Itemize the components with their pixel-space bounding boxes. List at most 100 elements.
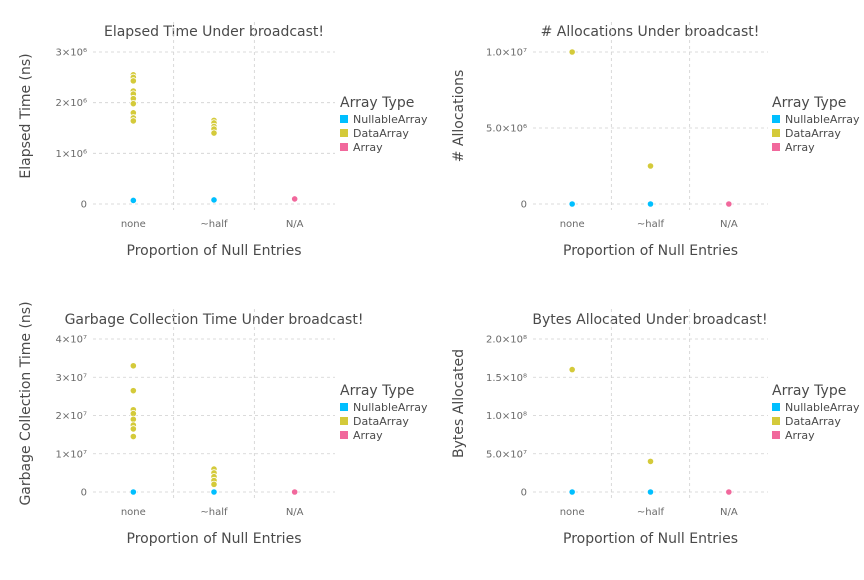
x-tick-label: ~half	[637, 219, 665, 230]
x-tick-label: ~half	[200, 219, 228, 230]
chart-panel-1: Elapsed Time Under broadcast! 0 1×10⁶ 2×10⁶…	[18, 22, 428, 259]
legend-title: Array Type	[340, 383, 414, 399]
y-tick-label: 1.0×10⁸	[486, 411, 527, 422]
data-point	[129, 387, 137, 395]
legend-swatch	[772, 143, 780, 151]
data-point	[129, 432, 137, 441]
series-Array	[725, 200, 733, 208]
x-tick-label: N/A	[286, 507, 304, 518]
data-point	[129, 196, 137, 205]
legend-swatch	[340, 431, 348, 439]
chart-title: # Allocations Under broadcast!	[541, 24, 760, 40]
data-point	[568, 488, 576, 496]
y-axis-label: # Allocations	[451, 70, 467, 163]
data-point	[129, 425, 137, 433]
chart-panel-2: # Allocations Under broadcast! 0 5.0×10⁶ 1.…	[451, 22, 860, 259]
y-tick-label: 2.0×10⁸	[486, 335, 527, 346]
series-Array	[291, 488, 299, 496]
legend-label: DataArray	[785, 415, 841, 428]
data-point	[646, 200, 655, 208]
legend-swatch	[772, 115, 780, 123]
series-NullableArray	[129, 488, 218, 496]
chart-title: Garbage Collection Time Under broadcast!	[65, 312, 364, 328]
legend-label: NullableArray	[353, 113, 428, 126]
data-point	[210, 129, 218, 137]
legend-label: DataArray	[785, 127, 841, 140]
data-point	[129, 117, 137, 125]
legend-label: Array	[785, 429, 815, 442]
data-point	[646, 162, 655, 170]
data-point	[210, 480, 218, 488]
y-axis-label: Garbage Collection Time (ns)	[18, 301, 34, 505]
y-tick-label: 3×10⁶	[56, 48, 87, 59]
series-Array	[291, 195, 299, 203]
x-tick-label: ~half	[637, 507, 665, 518]
chart-panel-3: Garbage Collection Time Under broadcast!…	[18, 301, 428, 547]
legend-swatch	[340, 129, 348, 137]
data-point	[129, 100, 137, 108]
legend-label: Array	[353, 141, 383, 154]
legend-label: DataArray	[353, 127, 409, 140]
data-point	[129, 362, 137, 370]
legend-swatch	[340, 115, 348, 123]
legend-swatch	[772, 431, 780, 439]
x-tick-label: none	[121, 507, 146, 518]
x-axis-label: Proportion of Null Entries	[127, 243, 302, 259]
y-tick-label: 0	[521, 488, 527, 499]
chart-title: Bytes Allocated Under broadcast!	[532, 312, 767, 328]
series-NullableArray	[129, 196, 218, 205]
legend-swatch	[340, 403, 348, 411]
legend-title: Array Type	[772, 95, 846, 111]
legend-label: NullableArray	[785, 113, 860, 126]
legend-label: Array	[353, 429, 383, 442]
y-tick-label: 0	[521, 200, 527, 211]
y-tick-label: 2×10⁶	[56, 98, 87, 109]
legend-label: NullableArray	[785, 401, 860, 414]
data-point	[210, 488, 218, 496]
y-tick-label: 5.0×10⁷	[486, 449, 527, 460]
legend-swatch	[340, 417, 348, 425]
x-tick-label: none	[560, 507, 585, 518]
legend-swatch	[772, 403, 780, 411]
y-tick-label: 1×10⁶	[56, 149, 87, 160]
series-Array	[725, 488, 733, 496]
series-NullableArray	[568, 200, 655, 208]
legend-title: Array Type	[340, 95, 414, 111]
y-tick-label: 1×10⁷	[56, 449, 87, 460]
data-point	[568, 365, 576, 374]
chart-title: Elapsed Time Under broadcast!	[104, 24, 324, 40]
x-tick-label: none	[121, 219, 146, 230]
legend-title: Array Type	[772, 383, 846, 399]
x-tick-label: N/A	[720, 507, 738, 518]
legend-swatch	[340, 143, 348, 151]
x-tick-label: none	[560, 219, 585, 230]
x-tick-label: N/A	[720, 219, 738, 230]
x-axis-label: Proportion of Null Entries	[563, 243, 738, 259]
data-point	[725, 488, 733, 496]
y-tick-label: 5.0×10⁶	[486, 124, 527, 135]
legend-label: NullableArray	[353, 401, 428, 414]
data-point	[568, 200, 576, 208]
chart-panel-4: Bytes Allocated Under broadcast! 0 5.0×10⁷…	[451, 309, 860, 547]
data-point	[646, 488, 655, 496]
legend-swatch	[772, 417, 780, 425]
data-point	[129, 77, 137, 85]
series-DataArray	[568, 48, 655, 170]
legend-swatch	[772, 129, 780, 137]
legend-label: Array	[785, 141, 815, 154]
x-tick-label: N/A	[286, 219, 304, 230]
legend-label: DataArray	[353, 415, 409, 428]
data-point	[291, 488, 299, 496]
y-tick-label: 1.0×10⁷	[486, 48, 527, 59]
y-axis-label: Bytes Allocated	[451, 349, 467, 458]
y-tick-label: 0	[81, 200, 87, 211]
y-tick-label: 3×10⁷	[56, 373, 87, 384]
series-NullableArray	[568, 488, 655, 496]
data-point	[725, 200, 733, 208]
y-tick-label: 1.5×10⁸	[486, 373, 527, 384]
